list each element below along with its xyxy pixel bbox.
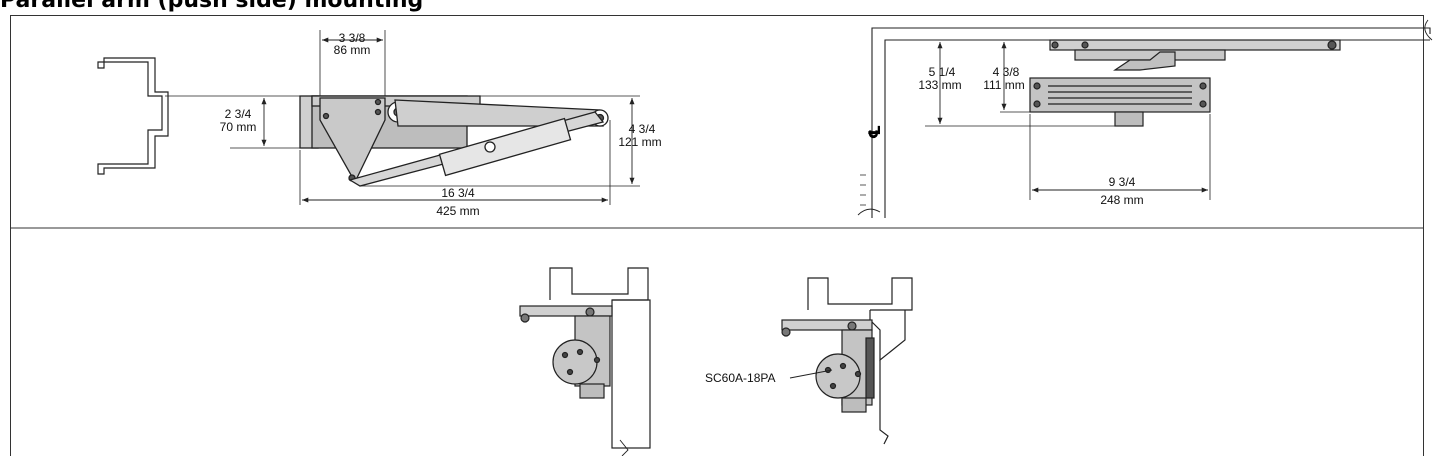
dim-a-in: 5 1/4 xyxy=(929,65,956,79)
dim-a-mm: 133 mm xyxy=(918,78,961,92)
dim-width-in: 3 3/8 xyxy=(339,31,366,45)
drawing-frame xyxy=(10,15,1424,456)
callout-leader xyxy=(789,369,833,379)
model-callout: SC60A-18PA xyxy=(705,371,775,385)
frame-channel-2 xyxy=(807,277,913,311)
arm-bracket xyxy=(319,97,386,184)
dim-length-in: 16 3/4 xyxy=(441,186,475,200)
closer-arm xyxy=(1049,39,1341,51)
dim-height-in: 2 3/4 xyxy=(225,107,252,121)
top-right-view xyxy=(857,19,1433,218)
dim-b-mm: 111 mm xyxy=(983,78,1025,92)
centerline-symbol: ℄ xyxy=(865,125,884,139)
dim-arm-height-in: 4 3/4 xyxy=(629,122,656,136)
bottom-right-view xyxy=(781,277,913,445)
page-title: Parallel arm (push side) mounting xyxy=(0,0,424,13)
dim-b-in: 4 3/8 xyxy=(993,65,1020,79)
dim-c-in: 9 3/4 xyxy=(1109,175,1136,189)
closer-body-top xyxy=(1029,77,1211,113)
frame-profile xyxy=(97,57,169,175)
top-left-view xyxy=(97,30,640,205)
frame-channel xyxy=(549,267,649,301)
dim-width-mm: 86 mm xyxy=(334,43,371,57)
dim-length-mm: 425 mm xyxy=(436,204,479,218)
dim-c-mm: 248 mm xyxy=(1100,193,1143,207)
bottom-left-view xyxy=(519,267,651,456)
closer-end-cap-2 xyxy=(815,353,861,399)
dim-height-mm: 70 mm xyxy=(220,120,257,134)
dim-arm-height-mm: 121 mm xyxy=(618,135,661,149)
closer-end-cap xyxy=(552,339,598,385)
